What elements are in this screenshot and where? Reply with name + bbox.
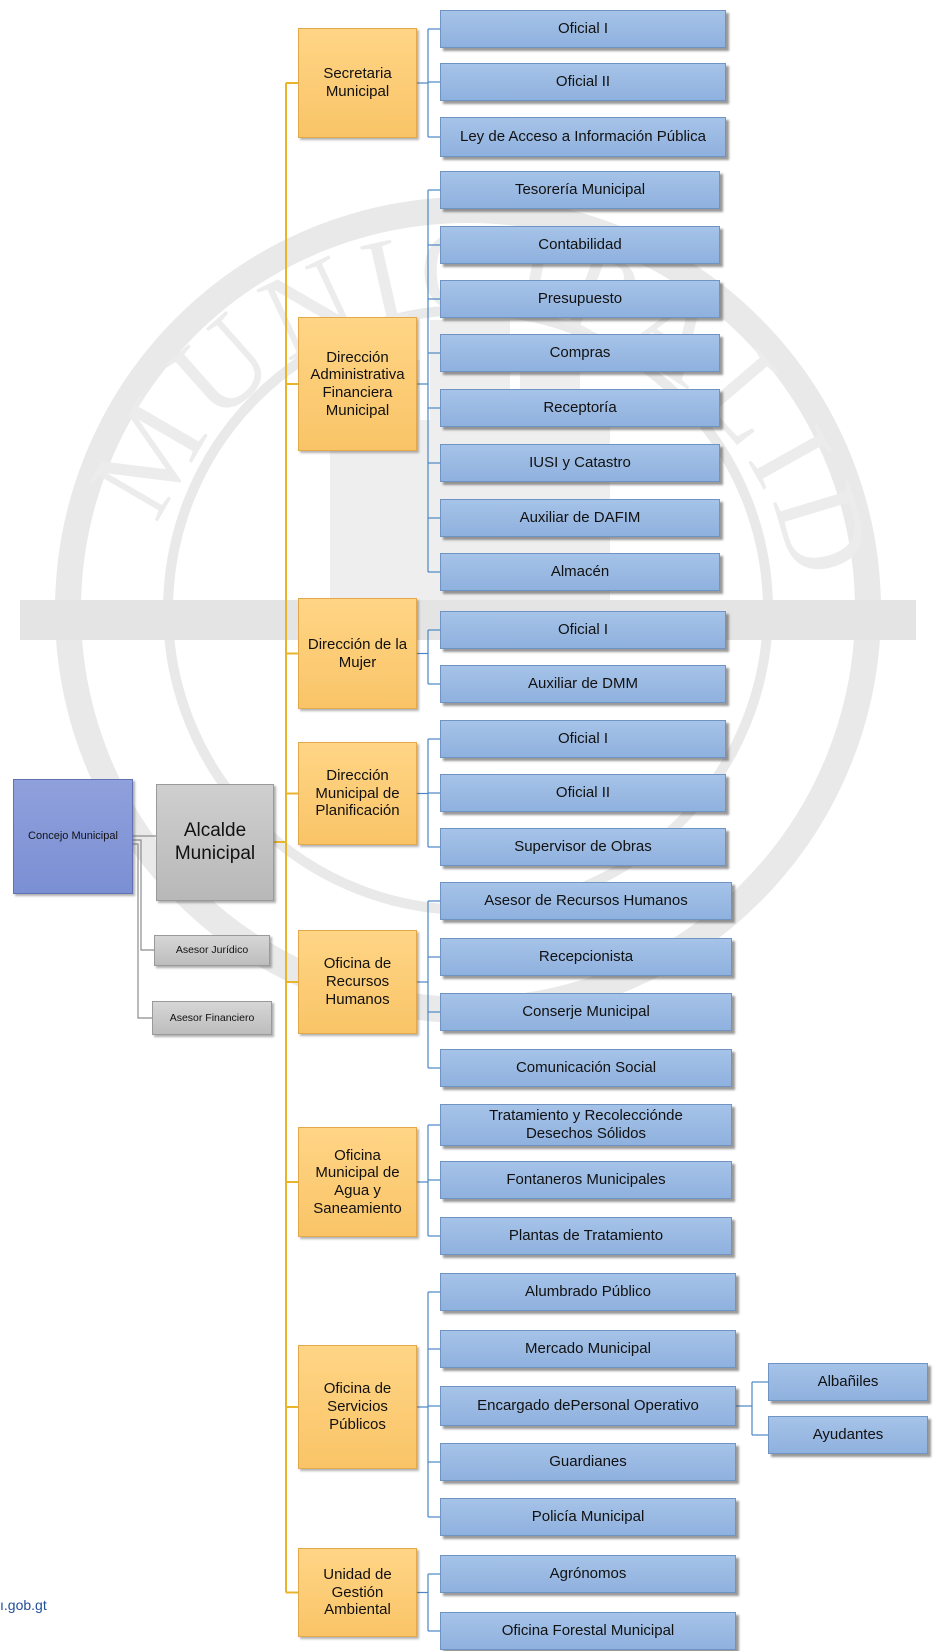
asesor-financiero-box: Asesor Financiero (152, 1001, 272, 1035)
unit-box: Receptoría (440, 389, 720, 427)
alcalde-municipal-box: Alcalde Municipal (156, 784, 274, 901)
department-box: Dirección Municipal de Planificación (298, 742, 417, 845)
unit-box: Supervisor de Obras (440, 828, 726, 866)
unit-box: Presupuesto (440, 280, 720, 318)
unit-box: Ley de Acceso a Información Pública (440, 117, 726, 157)
connector-asesor-juridico (133, 839, 154, 951)
unit-box: Alumbrado Público (440, 1273, 736, 1311)
department-box: Secretaria Municipal (298, 28, 417, 138)
unit-box: Oficial II (440, 63, 726, 101)
unit-box: Asesor de Recursos Humanos (440, 882, 732, 920)
subunit-box: Albañiles (768, 1363, 928, 1401)
asesor-juridico-box: Asesor Jurídico (154, 935, 270, 966)
unit-box: Comunicación Social (440, 1049, 732, 1087)
department-box: Oficina Municipal de Agua y Saneamiento (298, 1127, 417, 1237)
unit-box: Oficial I (440, 10, 726, 48)
unit-box: Oficial II (440, 774, 726, 812)
department-box: Oficina de Servicios Públicos (298, 1345, 417, 1469)
concejo-municipal-box: Concejo Municipal (13, 779, 133, 894)
department-box: Dirección de la Mujer (298, 598, 417, 709)
unit-box: Encargado dePersonal Operativo (440, 1386, 736, 1426)
unit-box: Plantas de Tratamiento (440, 1217, 732, 1255)
unit-box: Oficina Forestal Municipal (440, 1612, 736, 1650)
unit-box: Policía Municipal (440, 1498, 736, 1536)
subunit-box: Ayudantes (768, 1416, 928, 1454)
unit-box: Tesorería Municipal (440, 171, 720, 209)
department-box: Unidad de Gestión Ambiental (298, 1548, 417, 1637)
unit-box: Compras (440, 334, 720, 372)
unit-box: Oficial I (440, 611, 726, 649)
department-box: Oficina de Recursos Humanos (298, 930, 417, 1034)
unit-box: Tratamiento y Recolecciónde Desechos Sól… (440, 1104, 732, 1146)
department-box: Dirección Administrativa Financiera Muni… (298, 317, 417, 451)
unit-box: IUSI y Catastro (440, 444, 720, 482)
unit-box: Contabilidad (440, 226, 720, 264)
unit-box: Mercado Municipal (440, 1330, 736, 1368)
unit-box: Fontaneros Municipales (440, 1161, 732, 1199)
unit-box: Recepcionista (440, 938, 732, 976)
unit-box: Auxiliar de DMM (440, 665, 726, 703)
unit-box: Auxiliar de DAFIM (440, 499, 720, 537)
footer-url: ı.gob.gt (0, 1597, 47, 1613)
connector-asesor-financiero (133, 843, 152, 1019)
unit-box: Almacén (440, 553, 720, 591)
unit-box: Oficial I (440, 720, 726, 758)
unit-box: Conserje Municipal (440, 993, 732, 1031)
unit-box: Agrónomos (440, 1555, 736, 1593)
unit-box: Guardianes (440, 1443, 736, 1481)
